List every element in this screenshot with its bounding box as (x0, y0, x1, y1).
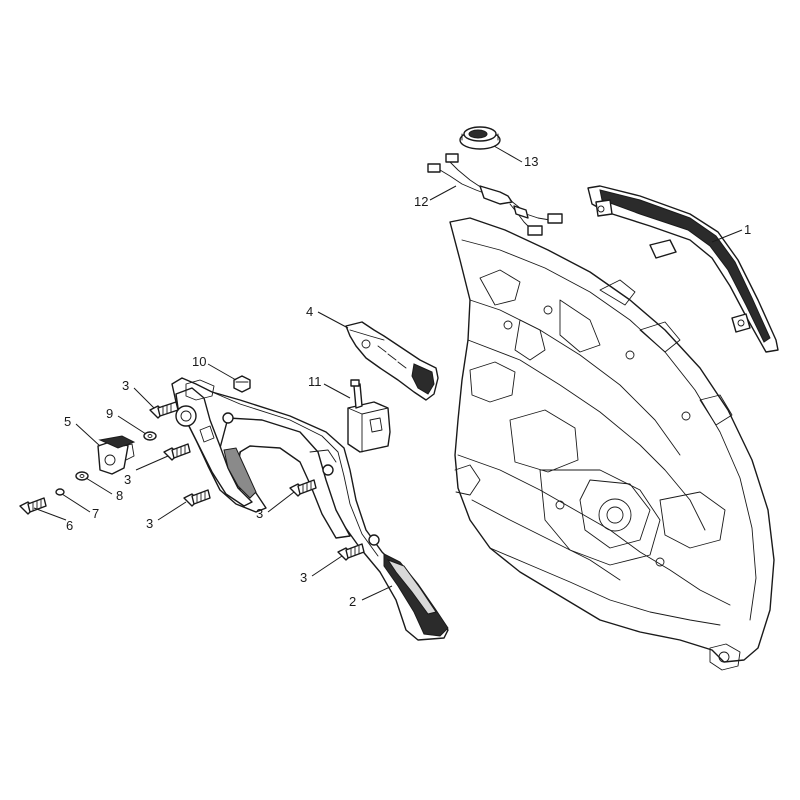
callout-8: 8 (116, 488, 123, 503)
callout-3-b: 3 (124, 472, 131, 487)
part-3-screw-c (183, 489, 211, 507)
part-9-washer (143, 431, 157, 441)
part-1-top-cover (587, 185, 779, 353)
callout-labels: 1 2 3 3 3 3 3 4 5 6 7 8 9 10 11 12 13 (64, 154, 751, 609)
part-5-knob (97, 435, 136, 475)
part-3-screw-e (337, 543, 365, 561)
callout-12: 12 (414, 194, 428, 209)
part-4-trigger (345, 321, 439, 401)
callout-9: 9 (106, 406, 113, 421)
part-7-washer (55, 488, 65, 496)
callout-7: 7 (92, 506, 99, 521)
part-8-washer (75, 471, 89, 481)
part-3-screw-d (289, 479, 317, 497)
leader-lines (33, 145, 743, 601)
callout-5: 5 (64, 414, 71, 429)
housing-shell (449, 217, 775, 671)
callout-3-c: 3 (146, 516, 153, 531)
part-3-screw-a (149, 401, 179, 419)
callout-2: 2 (349, 594, 356, 609)
callout-10: 10 (192, 354, 206, 369)
part-6-screw (19, 497, 47, 515)
callout-11: 11 (308, 374, 322, 389)
part-11-switch (347, 379, 391, 453)
callout-1: 1 (744, 222, 751, 237)
callout-3-a: 3 (122, 378, 129, 393)
callout-4: 4 (306, 304, 313, 319)
callout-13: 13 (524, 154, 538, 169)
part-12-harness (427, 153, 563, 236)
part-2-handle (171, 377, 449, 641)
part-13-grommet (459, 126, 501, 150)
part-10-nut (233, 375, 251, 393)
callout-6: 6 (66, 518, 73, 533)
callout-3-e: 3 (300, 570, 307, 585)
callout-3-d: 3 (256, 506, 263, 521)
part-3-screw-b (163, 443, 191, 461)
